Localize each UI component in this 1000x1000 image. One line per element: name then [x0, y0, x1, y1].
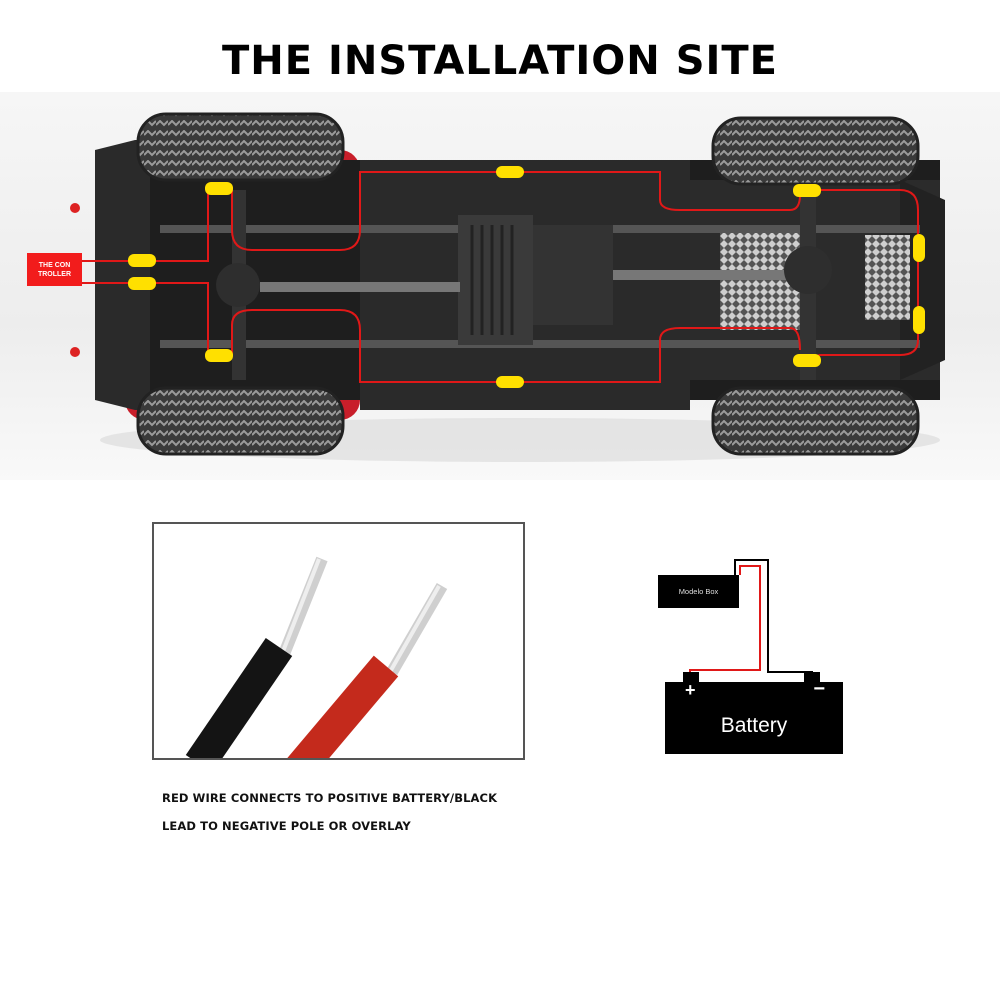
wires-illustration: [185, 556, 448, 758]
positive-terminal-symbol: +: [685, 680, 696, 700]
circuit-wires: [683, 559, 820, 682]
caption-line-2: LEAD TO NEGATIVE POLE OR OVERLAY: [162, 819, 411, 833]
wire-photo-frame: [152, 522, 525, 760]
battery-label: Battery: [720, 714, 788, 737]
module-box: Modelo Box: [658, 575, 739, 608]
car-chassis-diagram: [70, 112, 945, 462]
controller-label-line1: THE CON: [38, 261, 71, 269]
controller-label-line2: TROLLER: [37, 270, 72, 278]
caption-line-1: RED WIRE CONNECTS TO POSITIVE BATTERY/BL…: [162, 791, 498, 805]
controller-label: THE CON TROLLER: [27, 253, 82, 286]
module-box-label: Modelo Box: [678, 587, 719, 596]
page-title: THE INSTALLATION SITE: [221, 38, 779, 84]
battery-block: + − Battery: [665, 678, 843, 754]
negative-terminal-symbol: −: [813, 678, 825, 700]
